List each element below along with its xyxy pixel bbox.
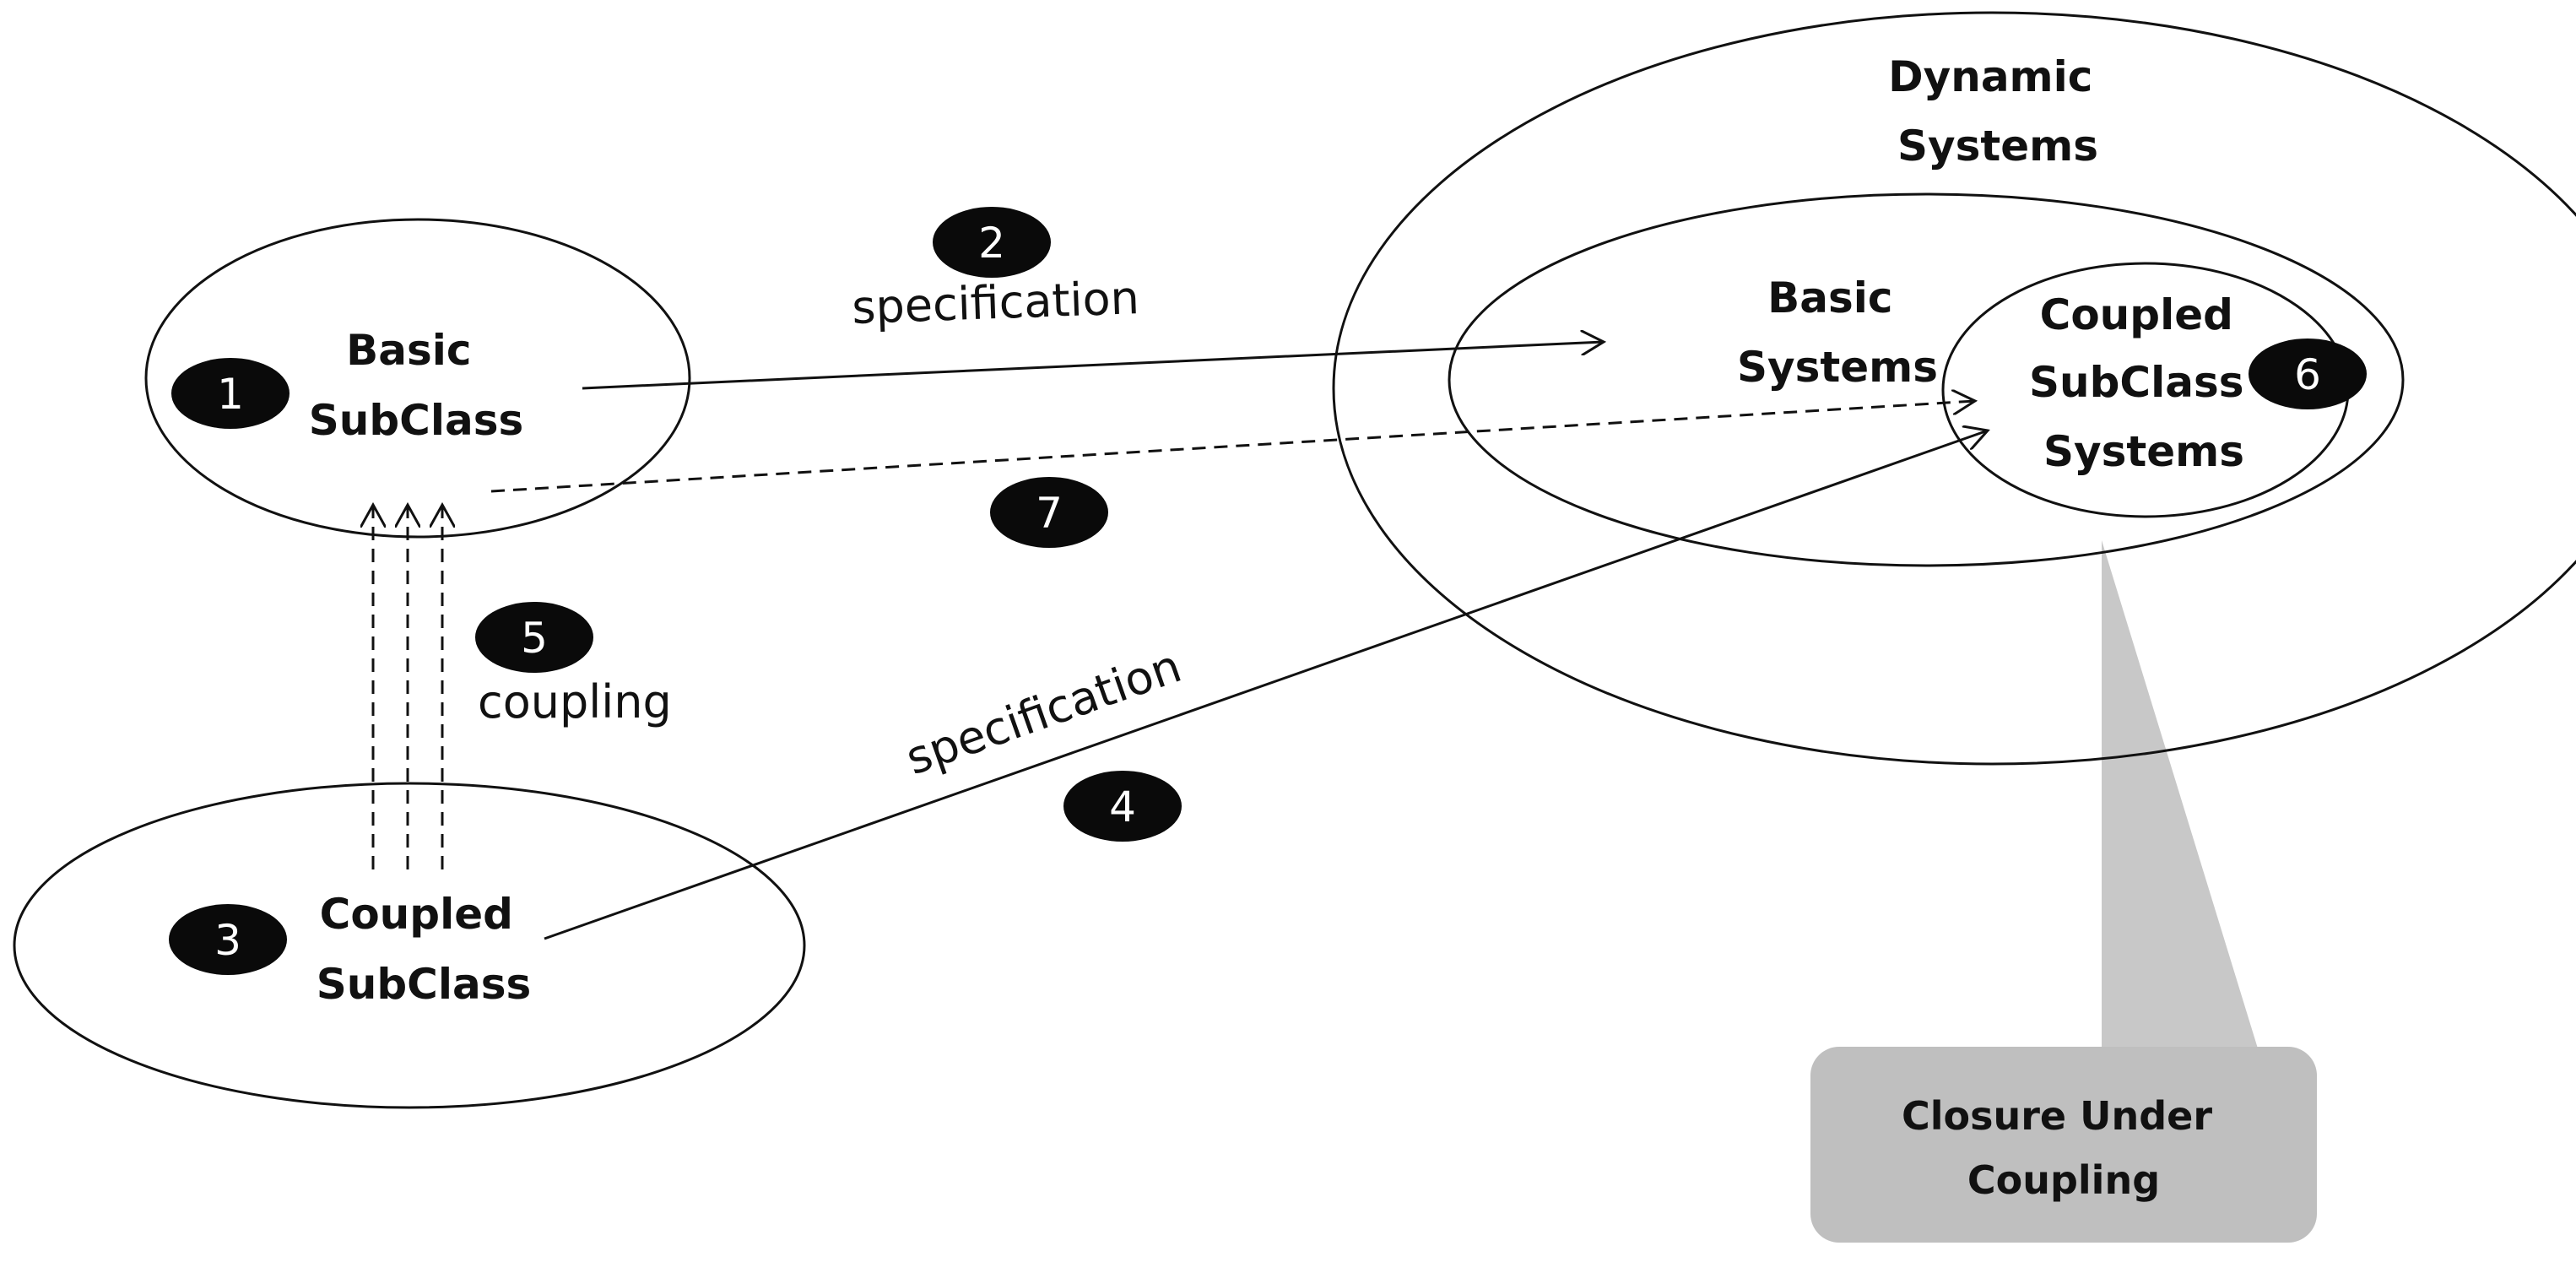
svg-text:4: 4	[1109, 783, 1136, 831]
coupled-subclass-systems-label: Coupled SubClass Systems	[2029, 290, 2259, 476]
specification-arrow-bottom	[544, 431, 1988, 940]
svg-text:1: 1	[217, 370, 244, 419]
svg-text:3: 3	[214, 916, 241, 965]
svg-text:7: 7	[1036, 489, 1063, 538]
basic-systems-ellipse	[1448, 192, 2405, 567]
callout-pointer	[2102, 540, 2258, 1048]
basic-subclass-label: Basic SubClass	[309, 326, 524, 445]
dynamic-systems-label: Dynamic Systems	[1888, 52, 2108, 171]
badge-2: 2	[933, 207, 1051, 278]
svg-text:6: 6	[2294, 350, 2321, 399]
coupling-label: coupling	[478, 675, 672, 728]
badge-3: 3	[169, 904, 287, 975]
basic-subclass-ellipse	[144, 218, 691, 539]
svg-text:5: 5	[521, 614, 548, 663]
basic-systems-label: Basic Systems	[1737, 274, 1938, 392]
closure-under-coupling-callout: Closure Under Coupling	[1810, 1047, 2317, 1243]
coupled-subclass-ellipse	[13, 782, 806, 1109]
dashed-arrow-7	[490, 401, 1975, 493]
badge-5: 5	[475, 602, 593, 673]
specification-label-top: specification	[851, 271, 1140, 334]
badge-6: 6	[2249, 339, 2367, 409]
badge-4: 4	[1063, 771, 1182, 842]
badge-1: 1	[171, 358, 290, 429]
specification-arrow-top	[582, 342, 1604, 390]
dynamic-systems-ellipse	[1332, 11, 2576, 766]
badge-7: 7	[990, 477, 1108, 548]
coupled-subclass-label: Coupled SubClass	[317, 890, 532, 1009]
svg-text:2: 2	[978, 219, 1005, 268]
svg-text:Closure Under Coupling: Closure Under Coupling	[1902, 1093, 2226, 1203]
